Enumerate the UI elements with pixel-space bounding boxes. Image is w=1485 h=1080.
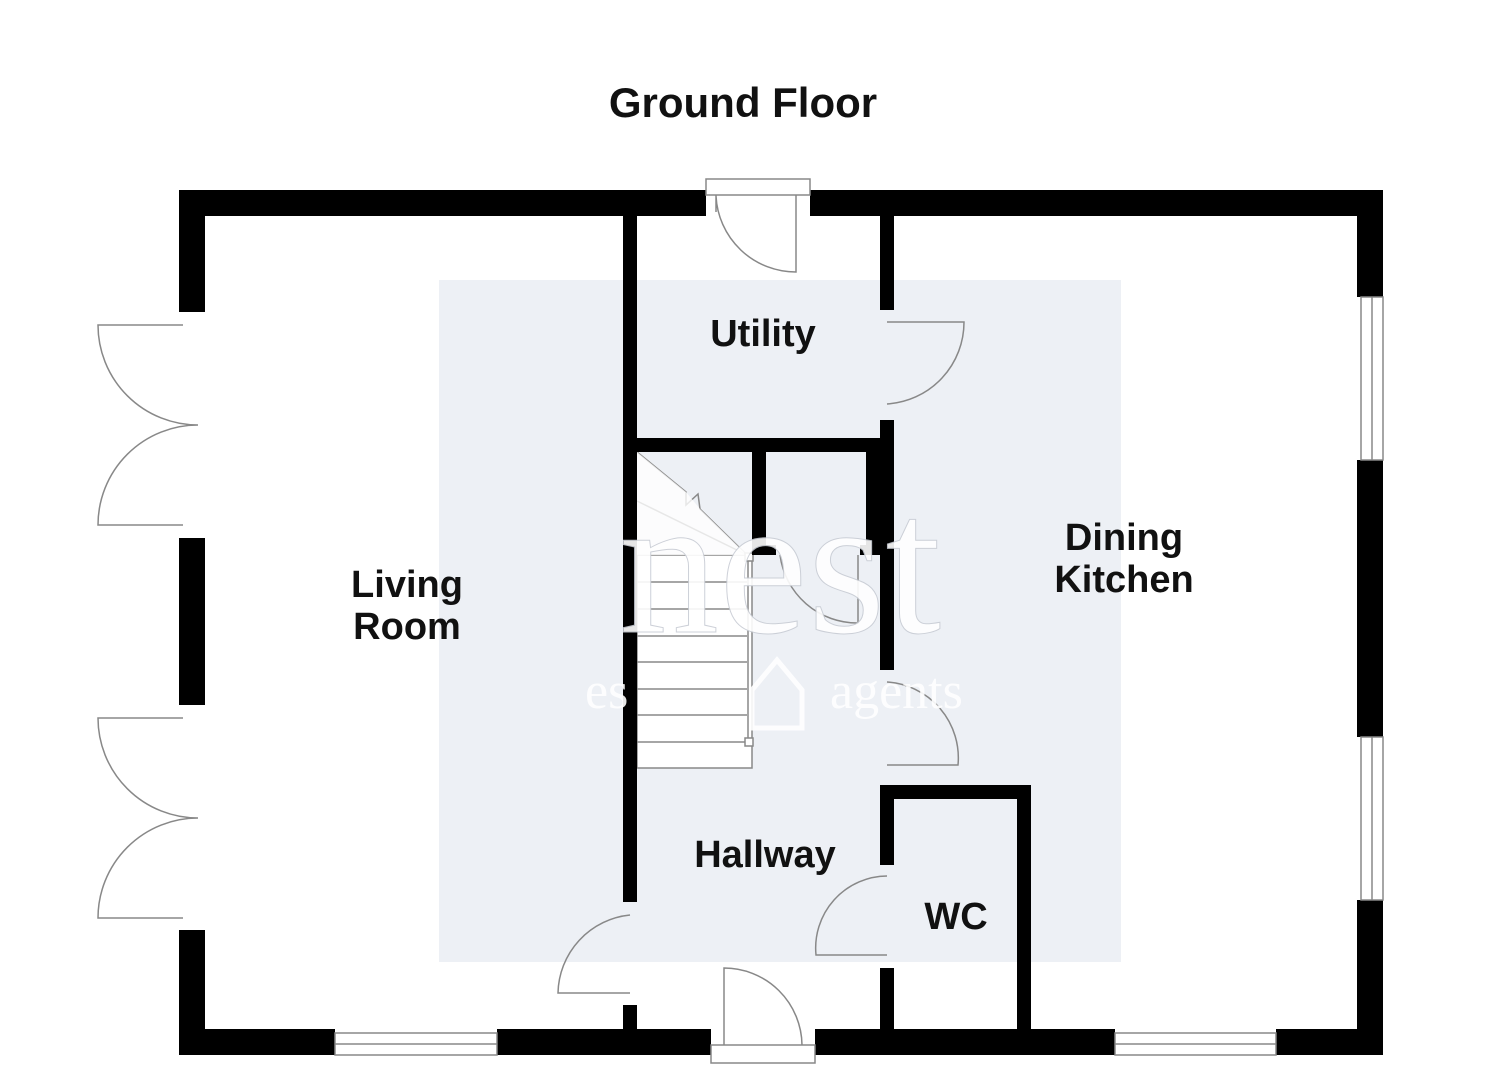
room-label-hallway: Hallway: [694, 834, 836, 876]
watermark-logo: nest es agents: [585, 455, 963, 731]
staircase: [636, 451, 754, 769]
room-label-wc: WC: [924, 896, 987, 938]
windows: [334, 296, 1384, 1056]
watermark-sub-right: agents: [830, 663, 963, 720]
room-label-utility: Utility: [710, 313, 816, 355]
watermark-sub-left: es: [585, 663, 628, 720]
room-label-dining-1: Dining: [1065, 517, 1183, 559]
room-label-living-1: Living: [351, 564, 463, 606]
doors: [97, 178, 965, 1064]
floor-title: Ground Floor: [609, 79, 877, 126]
room-label-living-2: Room: [353, 606, 461, 648]
floor-tint: [439, 280, 1121, 962]
room-label-dining-2: Kitchen: [1054, 559, 1193, 601]
walls: [179, 190, 1383, 1055]
watermark-brand: nest: [619, 455, 941, 676]
house-icon: [749, 656, 805, 731]
